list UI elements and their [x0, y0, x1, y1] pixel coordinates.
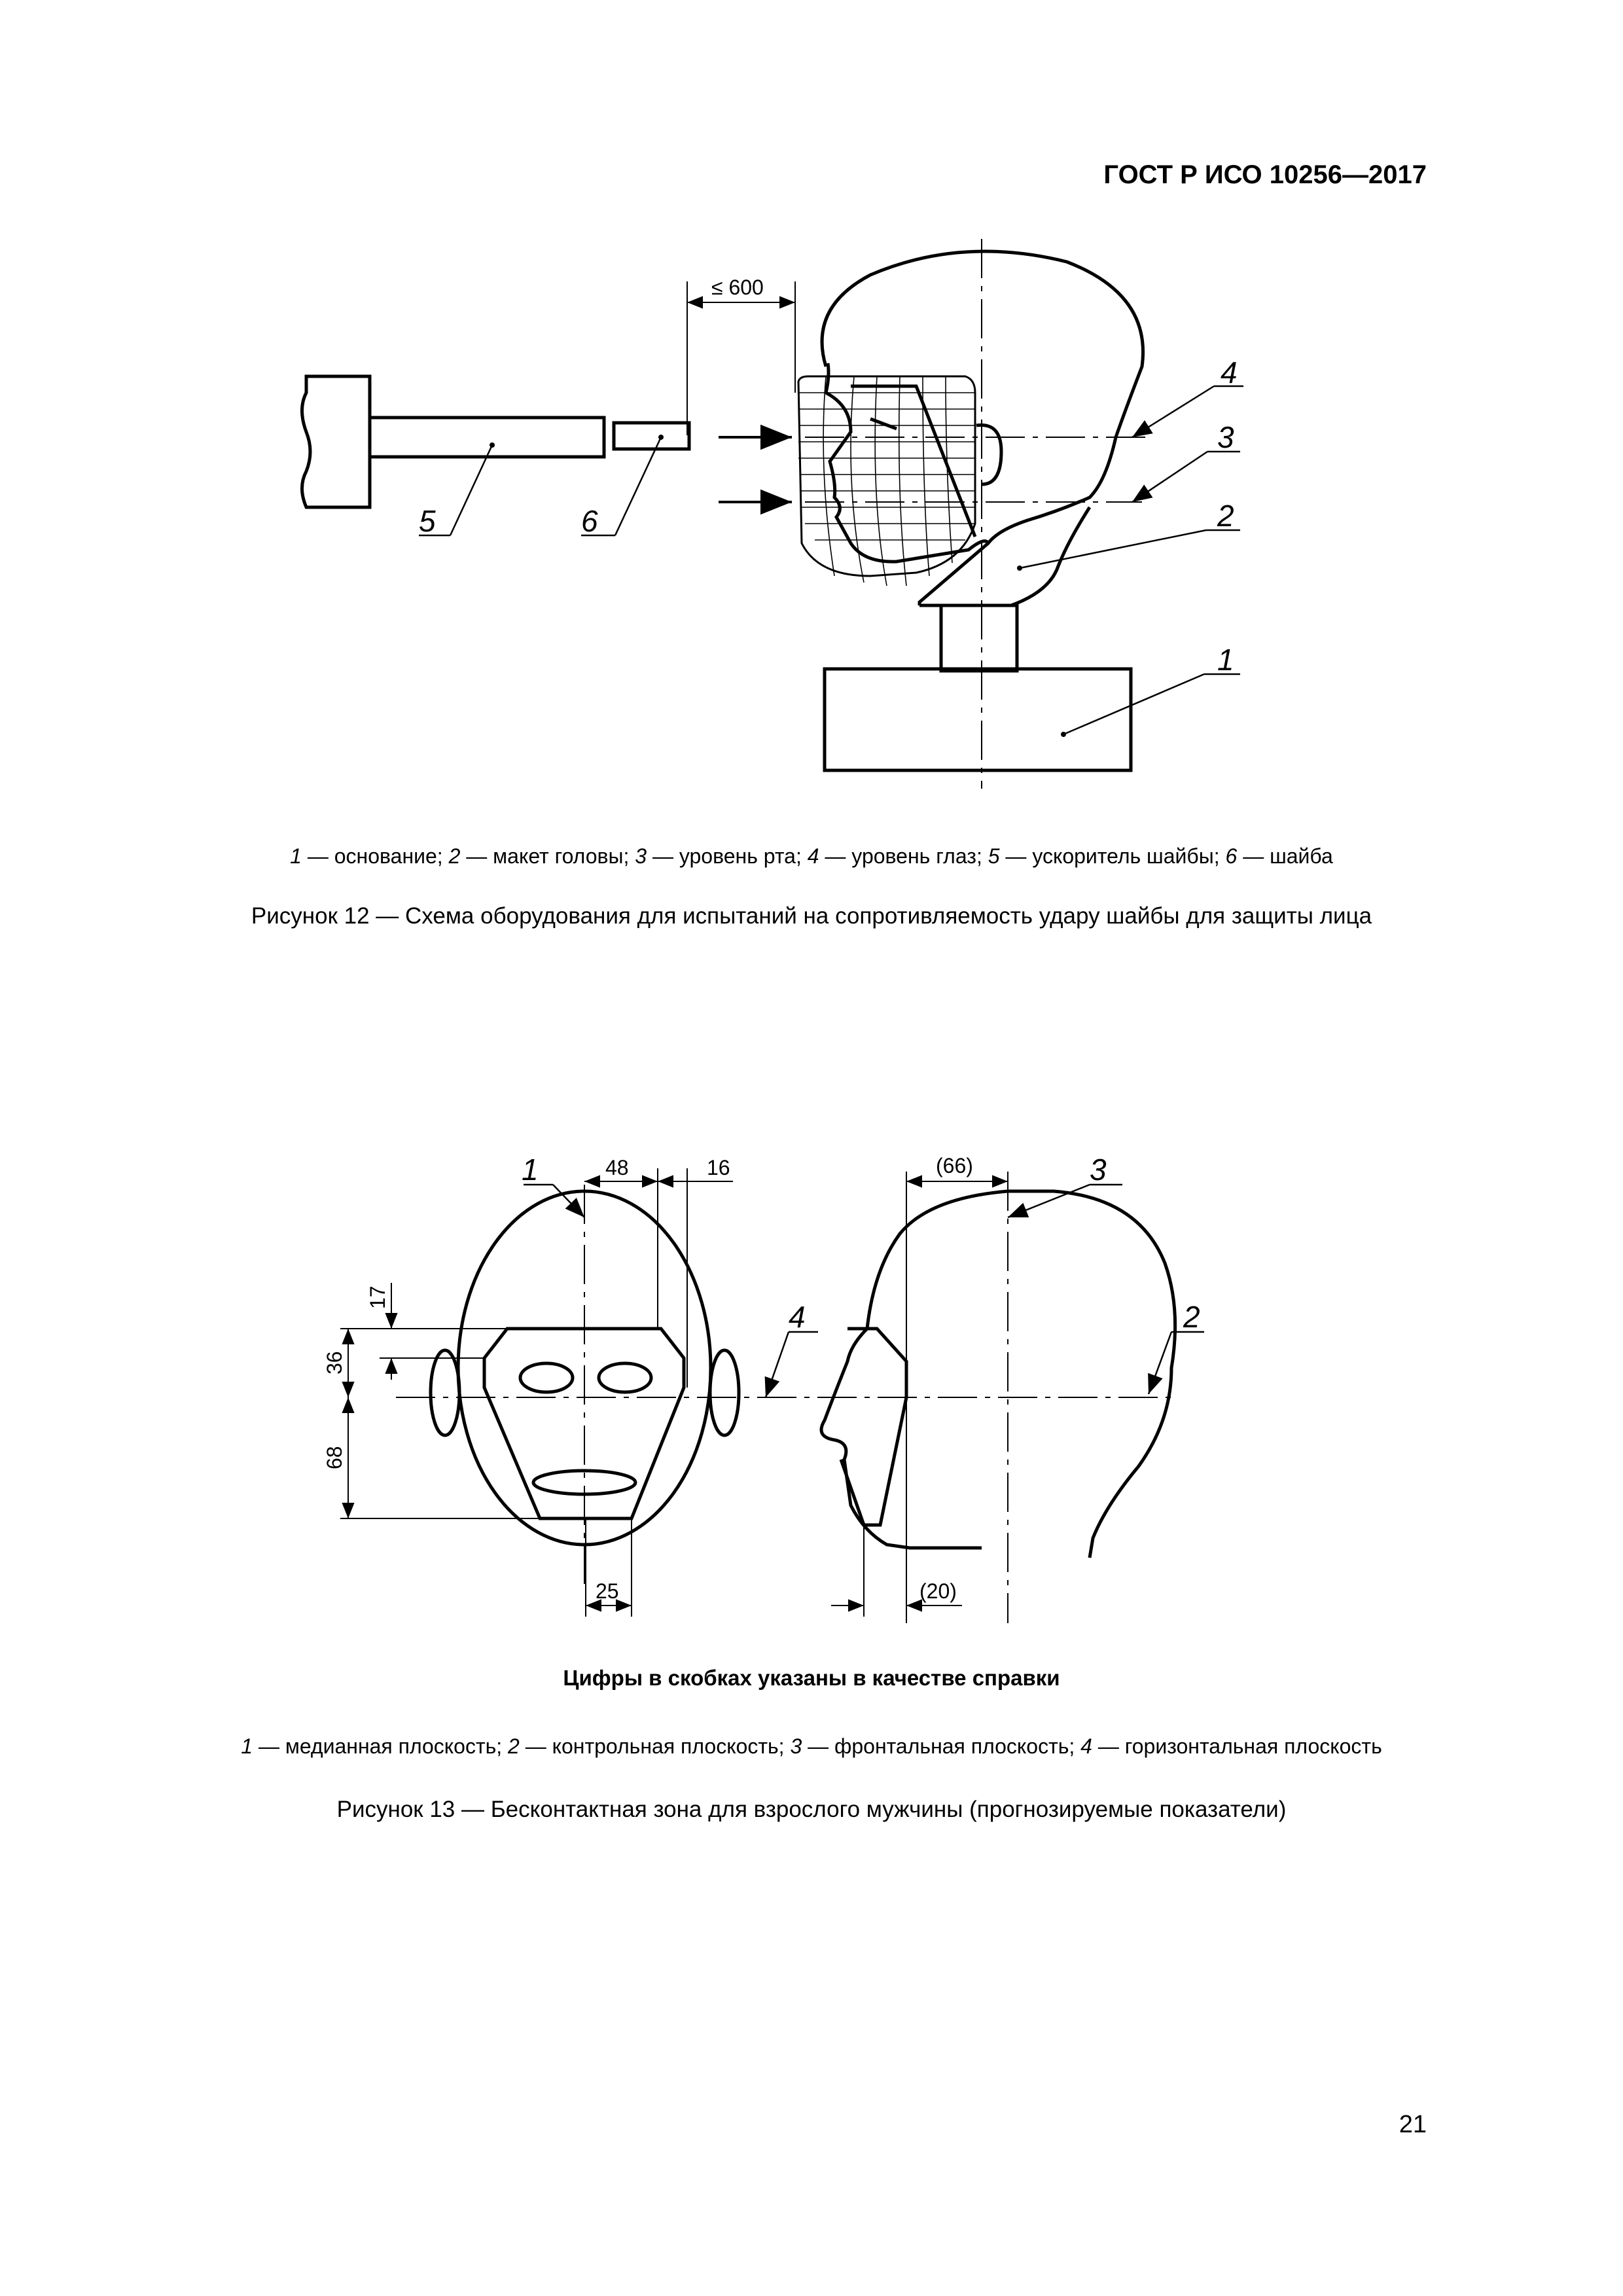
ear [976, 423, 1003, 486]
right-ear [708, 1348, 741, 1437]
label-13-4: 4 [789, 1300, 806, 1334]
dim-68: 68 [323, 1446, 346, 1469]
neck [939, 603, 1019, 673]
figure-13-caption: Рисунок 13 — Бесконтактная зона для взро… [336, 1797, 1287, 1822]
label-13-2: 2 [1183, 1300, 1200, 1334]
face-shield [797, 375, 976, 577]
label-2: 2 [1217, 499, 1234, 533]
page-number: 21 [1399, 2111, 1427, 2138]
figure-13-diagram: 1 3 4 2 48 16 (66) 25 (20) 17 36 68 [323, 1153, 1204, 1623]
dim-36: 36 [323, 1351, 346, 1374]
puck-accelerator [300, 374, 606, 509]
dim-17: 17 [366, 1285, 389, 1309]
figure-13-note: Цифры в скобках указаны в качестве справ… [563, 1666, 1060, 1690]
dim-20: (20) [919, 1579, 957, 1603]
figure-12-diagram: ≤ 600 5 6 4 3 2 1 [300, 239, 1243, 789]
label-6: 6 [581, 504, 598, 538]
dim-25: 25 [596, 1579, 619, 1603]
dim-16: 16 [707, 1156, 730, 1179]
dimension-600: ≤ 600 [711, 276, 764, 299]
label-4: 4 [1221, 355, 1238, 389]
label-3: 3 [1217, 420, 1234, 454]
label-5: 5 [419, 504, 436, 538]
face-profile [825, 391, 990, 564]
figure-12-legend: 1 — основание; 2 — макет головы; 3 — уро… [290, 844, 1333, 868]
dim-66: (66) [936, 1154, 973, 1177]
right-eye [597, 1361, 653, 1394]
figure-13-legend: 1 — медианная плоскость; 2 — контрольная… [241, 1734, 1382, 1758]
eye-mark [851, 384, 977, 537]
left-eye [518, 1361, 575, 1394]
dim-48: 48 [605, 1156, 629, 1179]
puck [612, 421, 691, 451]
label-13-3: 3 [1090, 1153, 1107, 1187]
label-13-1: 1 [522, 1153, 539, 1187]
left-ear [429, 1348, 461, 1437]
headform-outline [820, 249, 1145, 605]
label-1: 1 [1217, 643, 1234, 677]
figure-12-caption: Рисунок 12 — Схема оборудования для испы… [251, 903, 1372, 929]
side-head-outline [1008, 1189, 1177, 1558]
base [823, 667, 1133, 772]
document-standard-header: ГОСТ Р ИСО 10256—2017 [1103, 160, 1427, 189]
